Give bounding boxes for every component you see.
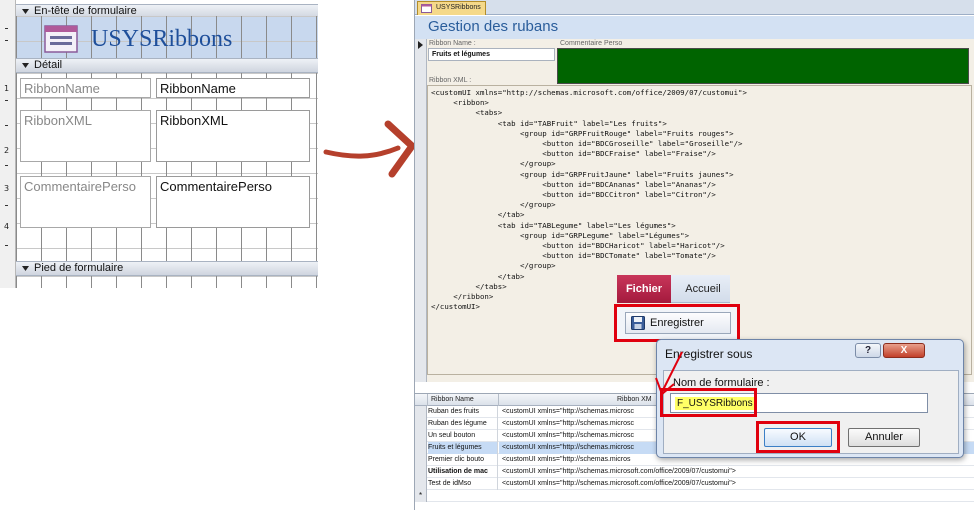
form-name-input[interactable]: F_USYSRibbons — [670, 393, 928, 413]
name-highlight-box — [660, 388, 757, 417]
tab-fichier[interactable]: Fichier — [617, 275, 671, 303]
cell-ribbon-xml[interactable]: <customUI xmlns="http://schemas.microsc — [502, 408, 635, 415]
cell-ribbon-name[interactable]: Un seul bouton — [428, 430, 498, 442]
ruler-number: 3 — [4, 184, 10, 193]
form-name-label: Nom de formulaire : — [673, 377, 770, 389]
transition-arrow-icon — [323, 120, 416, 178]
pointer-arrow-icon — [655, 351, 683, 395]
row-selector[interactable] — [415, 418, 427, 430]
cell-ribbon-name[interactable]: Test de idMso — [428, 478, 498, 490]
column-header-ribbon-name[interactable]: Ribbon Name — [428, 394, 499, 406]
ribbon-xml-label: Ribbon XML : — [429, 77, 472, 84]
new-record-marker: * — [415, 490, 427, 502]
collapse-section-icon — [22, 63, 29, 68]
new-record-row[interactable]: * — [415, 490, 974, 502]
section-bar-detail[interactable]: Détail — [16, 58, 318, 73]
row-selector[interactable] — [415, 478, 427, 490]
cell-ribbon-xml[interactable]: <customUI xmlns="http://schemas.micros — [502, 456, 631, 463]
form-detail-grid — [16, 73, 318, 261]
cell-ribbon-name[interactable]: Ruban des fruits — [428, 406, 498, 418]
cell-ribbon-name[interactable]: Utilisation de mac — [428, 466, 498, 478]
textbox-ribbonxml[interactable]: RibbonXML — [156, 110, 310, 162]
form-title: Gestion des rubans — [428, 18, 559, 35]
cell-ribbon-xml[interactable]: <customUI xmlns="http://schemas.microsof… — [502, 480, 736, 487]
row-selector[interactable] — [415, 406, 427, 418]
ok-button[interactable]: OK — [764, 428, 832, 447]
table-row[interactable]: Utilisation de mac <customUI xmlns="http:… — [415, 466, 974, 478]
table-row[interactable]: Test de idMso <customUI xmlns="http://sch… — [415, 478, 974, 490]
comment-field[interactable] — [557, 48, 969, 84]
section-bar-footer[interactable]: Pied de formulaire — [16, 261, 318, 276]
section-detail-label: Détail — [34, 59, 63, 71]
document-tab-label: USYSRibbons — [436, 4, 481, 11]
vertical-ruler: 1 2 3 4 — [0, 0, 16, 288]
form-icon — [44, 25, 78, 53]
cell-ribbon-name[interactable]: Ruban des légume — [428, 418, 498, 430]
ribbon-name-field[interactable]: Fruits et légumes — [428, 48, 555, 61]
form-name-value: F_USYSRibbons — [675, 397, 755, 410]
column-header-ribbon-xml[interactable]: Ribbon XM — [499, 394, 974, 406]
cancel-button[interactable]: Annuler — [848, 428, 920, 447]
cell-ribbon-name[interactable]: Fruits et légumes — [428, 442, 498, 454]
row-selector[interactable] — [415, 442, 427, 454]
ruler-number: 2 — [4, 146, 10, 155]
save-button-label: Enregistrer — [650, 317, 704, 329]
design-form-title[interactable]: USYSRibbons — [91, 26, 233, 52]
cell-ribbon-xml[interactable]: <customUI xmlns="http://schemas.microsof… — [502, 468, 736, 475]
form-design-view: 1 2 3 4 En-tête de formulaire USYSRibbon… — [0, 0, 318, 288]
label-commentaireperso[interactable]: CommentairePerso — [20, 176, 151, 228]
row-selector[interactable] — [415, 430, 427, 442]
textbox-ribbonname[interactable]: RibbonName — [156, 78, 310, 98]
current-record-icon — [418, 41, 423, 49]
collapse-section-icon — [22, 9, 29, 14]
close-button[interactable]: X — [883, 343, 925, 358]
help-button[interactable]: ? — [855, 343, 881, 358]
ribbon-xml-text: <customUI xmlns="http://schemas.microsof… — [431, 88, 747, 312]
comment-label: Commentaire Perso — [560, 40, 623, 47]
table-row[interactable]: Premier clic bouto <customUI xmlns="http:… — [415, 454, 974, 466]
save-highlight-box: Enregistrer — [614, 304, 740, 342]
label-ribbonxml[interactable]: RibbonXML — [20, 110, 151, 162]
form-footer-grid — [16, 276, 318, 288]
collapse-section-icon — [22, 266, 29, 271]
cell-ribbon-xml[interactable]: <customUI xmlns="http://schemas.microsc — [502, 432, 635, 439]
form-icon — [421, 4, 432, 13]
document-tab-usysribbons[interactable]: USYSRibbons — [417, 1, 486, 15]
textbox-commentaireperso[interactable]: CommentairePerso — [156, 176, 310, 228]
ruler-number: 4 — [4, 222, 10, 231]
dialog-title: Enregistrer sous — [665, 347, 753, 361]
section-footer-label: Pied de formulaire — [34, 262, 124, 274]
row-selector[interactable] — [415, 466, 427, 478]
ok-highlight-box — [756, 421, 840, 453]
form-header: Gestion des rubans — [415, 16, 974, 39]
save-button[interactable]: Enregistrer — [625, 312, 731, 334]
tab-accueil[interactable]: Accueil — [685, 283, 721, 295]
cell-ribbon-name[interactable]: Premier clic bouto — [428, 454, 498, 466]
section-header-label: En-tête de formulaire — [34, 5, 137, 17]
label-ribbonname[interactable]: RibbonName — [20, 78, 151, 98]
document-tab-strip: USYSRibbons — [415, 0, 974, 15]
ribbon-name-label: Ribbon Name : — [429, 40, 476, 47]
floppy-disk-icon — [631, 316, 645, 330]
ruler-number: 1 — [4, 84, 10, 93]
row-selector[interactable] — [415, 454, 427, 466]
record-selector[interactable] — [415, 39, 427, 382]
cell-ribbon-xml[interactable]: <customUI xmlns="http://schemas.microsc — [502, 420, 635, 427]
